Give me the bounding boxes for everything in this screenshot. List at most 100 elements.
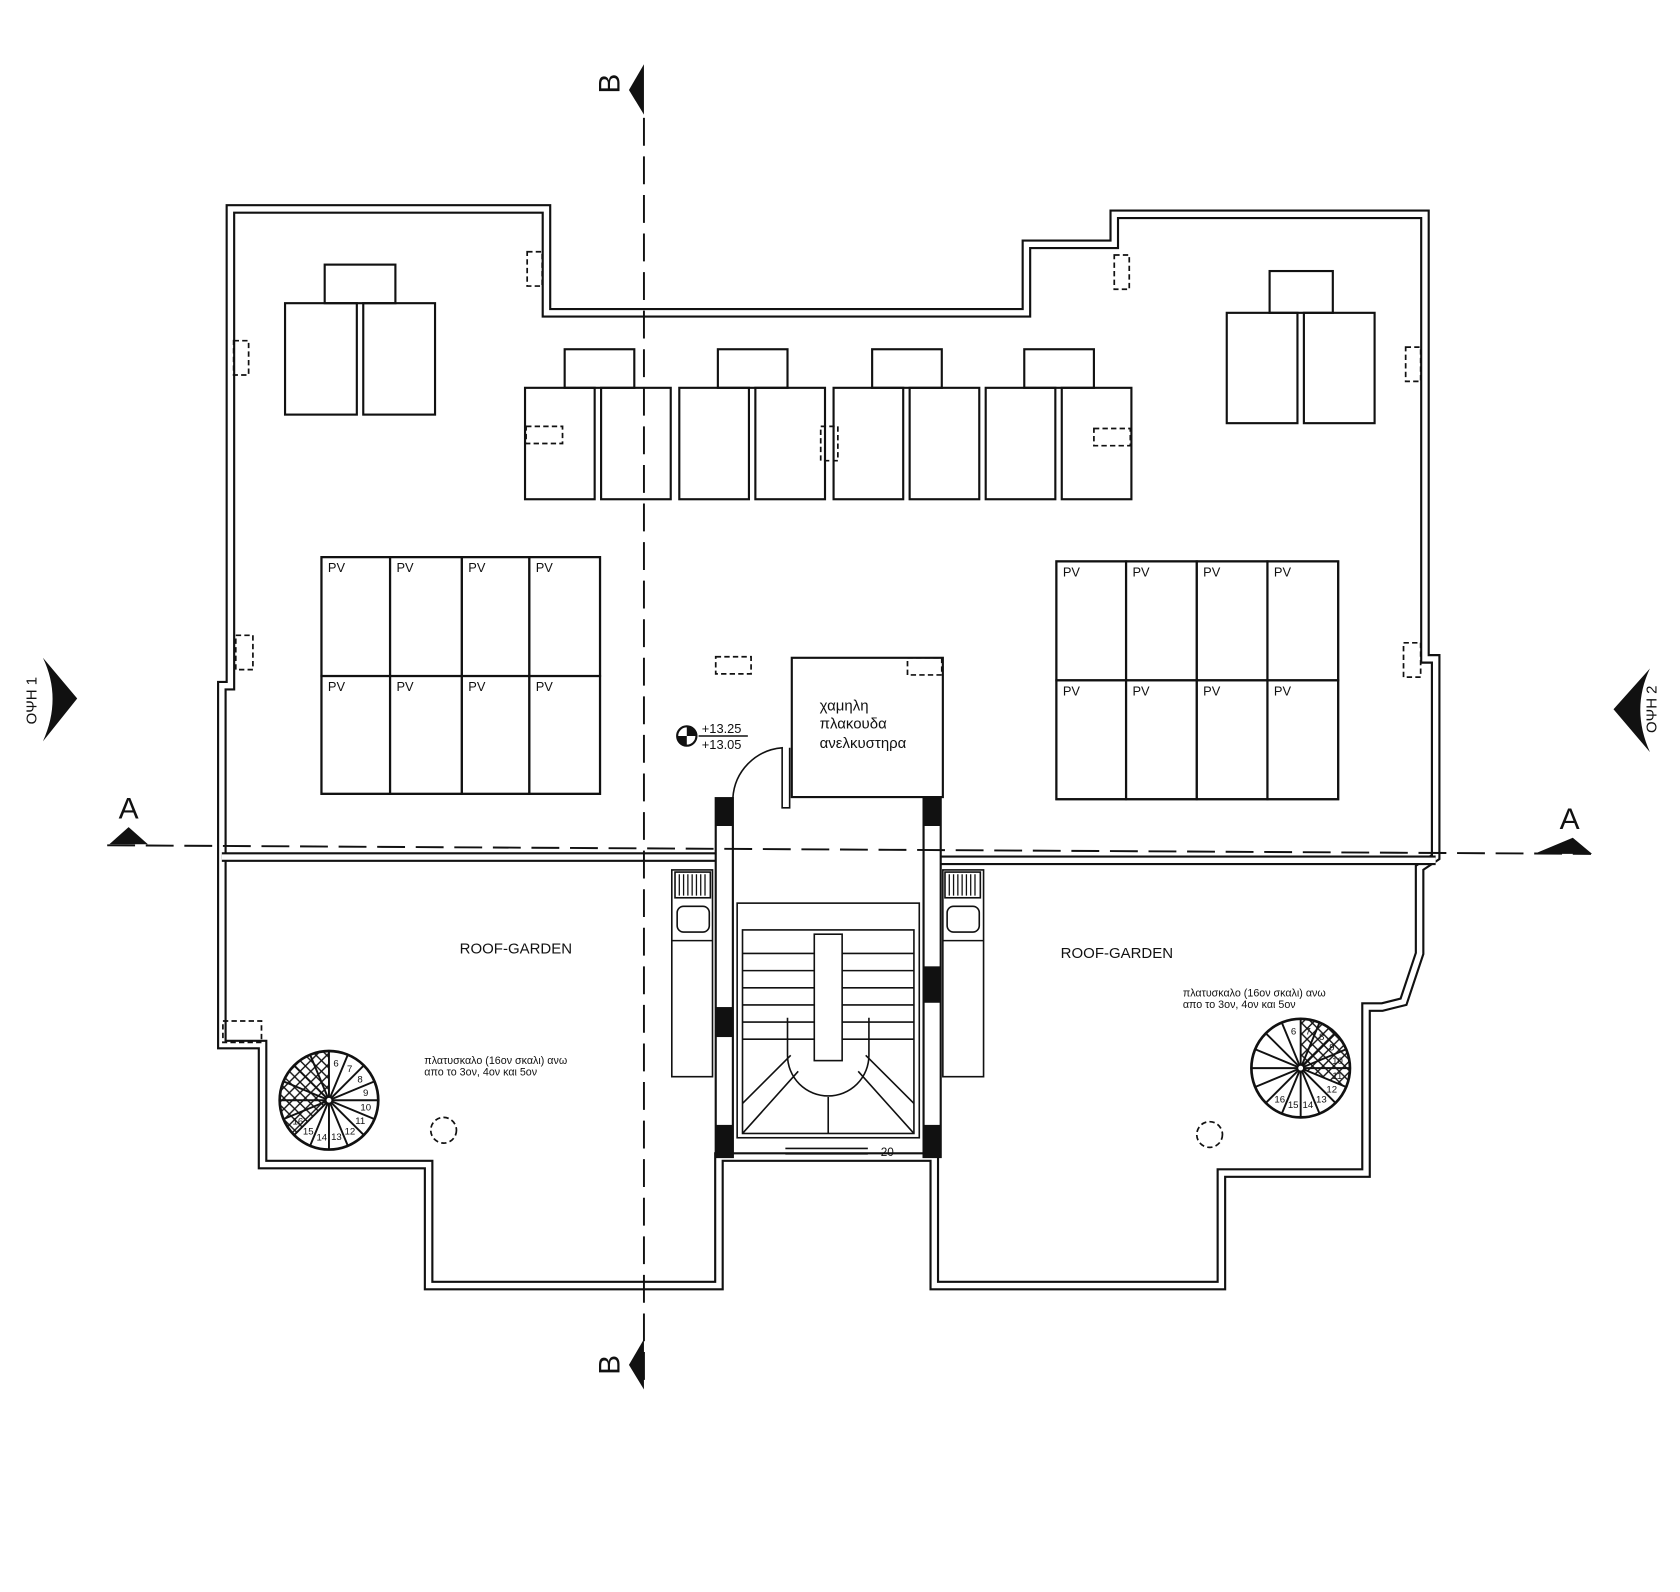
spiral-step-line xyxy=(1265,1032,1302,1069)
spiral-step-line xyxy=(1280,1022,1302,1069)
spiral-step-number: 14 xyxy=(1302,1100,1313,1111)
water-tank xyxy=(716,348,789,389)
spiral-step-number: 10 xyxy=(360,1103,371,1114)
pv-label: PV xyxy=(468,560,486,575)
spiral-step-line xyxy=(293,1064,330,1101)
collector-panel xyxy=(1060,386,1133,501)
spiral-step-number: 9 xyxy=(1329,1043,1334,1054)
spiral-step-number: 12 xyxy=(1326,1084,1337,1095)
elevator-note-1: χαμηλη xyxy=(820,697,869,714)
collector-panel xyxy=(754,386,827,501)
parapet-line xyxy=(221,852,1436,866)
spiral-step-line xyxy=(283,1080,330,1102)
collector-panel xyxy=(1225,311,1299,425)
solar-collectors xyxy=(283,263,1376,501)
drain-circle-right xyxy=(1195,1120,1224,1149)
collector-panel xyxy=(283,302,358,416)
pv-label: PV xyxy=(396,679,414,694)
spiral-step-number: 8 xyxy=(1319,1032,1324,1043)
section-marker-b-bottom: B xyxy=(593,1339,644,1390)
pv-label: PV xyxy=(536,679,554,694)
level-marker: +13.25 +13.05 xyxy=(676,721,748,752)
spiral-step-line xyxy=(1299,1022,1321,1069)
water-tank xyxy=(563,348,636,389)
elevation-marker-right: ΟΨΗ 2 xyxy=(1613,668,1660,753)
pv-label: PV xyxy=(1274,564,1292,579)
collector-panel xyxy=(523,386,596,501)
spiral-step-number: 7 xyxy=(1305,1027,1310,1038)
elevator-note-2: πλακουδα xyxy=(820,716,887,733)
water-tank xyxy=(323,263,397,305)
spiral-step-line xyxy=(328,1099,375,1121)
pv-panel xyxy=(528,674,602,795)
pv-label: PV xyxy=(328,679,346,694)
spiral-step-line xyxy=(1299,1067,1337,1104)
collector-panel xyxy=(1302,311,1376,425)
pv-label: PV xyxy=(328,560,346,575)
spiral-step-line xyxy=(328,1064,365,1101)
spiral-note-left-1: πλατυσκαλο (16ον σκαλι) ανω xyxy=(424,1055,567,1067)
service-shafts xyxy=(670,869,985,1078)
spiral-step-line xyxy=(309,1054,330,1101)
spiral-step-number: 12 xyxy=(345,1127,356,1138)
spiral-step-line xyxy=(309,1099,330,1147)
spiral-step-line xyxy=(293,1099,330,1136)
spiral-step-line xyxy=(1254,1048,1302,1070)
pv-label: PV xyxy=(536,560,554,575)
section-b-bottom-label: B xyxy=(593,1355,626,1375)
spiral-step-line xyxy=(1300,1067,1347,1088)
elevation-right-label: ΟΨΗ 2 xyxy=(1643,685,1660,732)
water-tank xyxy=(1268,269,1334,314)
section-marker-a-left: A xyxy=(109,792,148,845)
section-marker-a-right: A xyxy=(1534,803,1593,854)
pv-label: PV xyxy=(1274,683,1292,698)
spiral-step-number: 15 xyxy=(303,1127,314,1138)
pv-label: PV xyxy=(1132,683,1150,698)
pv-label: PV xyxy=(1063,683,1081,698)
spiral-note-left-2: απο το 3ον, 4ον και 5ον xyxy=(424,1067,537,1079)
spiral-step-number: 11 xyxy=(355,1116,365,1127)
elevation-marker-left: ΟΨΗ 1 xyxy=(24,657,78,742)
spiral-post xyxy=(1296,1064,1305,1073)
spiral-step-number: 16 xyxy=(1274,1094,1285,1105)
pv-label: PV xyxy=(1203,564,1221,579)
drain-circle-left xyxy=(429,1116,458,1144)
section-line-a xyxy=(107,844,1592,855)
pv-label: PV xyxy=(1132,564,1150,579)
roof-drains xyxy=(222,250,1422,1044)
elevator-slab: χαμηλη πλακουδα ανελκυστηρα xyxy=(790,656,944,799)
spiral-step-number: 6 xyxy=(333,1059,338,1070)
level-bottom: +13.05 xyxy=(702,737,742,752)
spiral-step-line xyxy=(328,1099,349,1147)
spiral-step-number: 13 xyxy=(331,1132,342,1143)
spiral-step-line xyxy=(1265,1067,1302,1104)
spiral-note-right-1: πλατυσκαλο (16ον σκαλι) ανω xyxy=(1183,987,1326,999)
section-marker-b-top: B xyxy=(593,64,644,115)
spiral-step-line xyxy=(283,1099,330,1121)
collector-panel xyxy=(600,386,672,501)
collector-panel xyxy=(984,386,1057,501)
collector-panel xyxy=(678,386,751,501)
collector-panel xyxy=(832,386,905,501)
spiral-step-line xyxy=(328,1054,349,1101)
door-swing xyxy=(732,746,791,809)
roof-garden-left-label: ROOF-GARDEN xyxy=(460,940,572,957)
pv-label: PV xyxy=(1203,683,1221,698)
spiral-note-right-2: απο το 3ον, 4ον και 5ον xyxy=(1183,999,1296,1011)
stair-width-label: 20 xyxy=(881,1146,895,1159)
spiral-step-number: 11 xyxy=(1332,1071,1342,1082)
section-b-top-label: B xyxy=(593,74,626,94)
spiral-step-number: 10 xyxy=(1332,1056,1343,1067)
spiral-post xyxy=(324,1096,333,1105)
pv-label: PV xyxy=(468,679,486,694)
spiral-step-line xyxy=(1299,1067,1321,1115)
roof-garden-right-label: ROOF-GARDEN xyxy=(1061,945,1173,962)
stair-core: 20 xyxy=(714,797,942,1159)
pv-panel xyxy=(1266,679,1340,801)
spiral-step-number: 9 xyxy=(363,1088,368,1099)
spiral-step-line xyxy=(1254,1067,1302,1088)
spiral-step-line xyxy=(328,1080,375,1102)
